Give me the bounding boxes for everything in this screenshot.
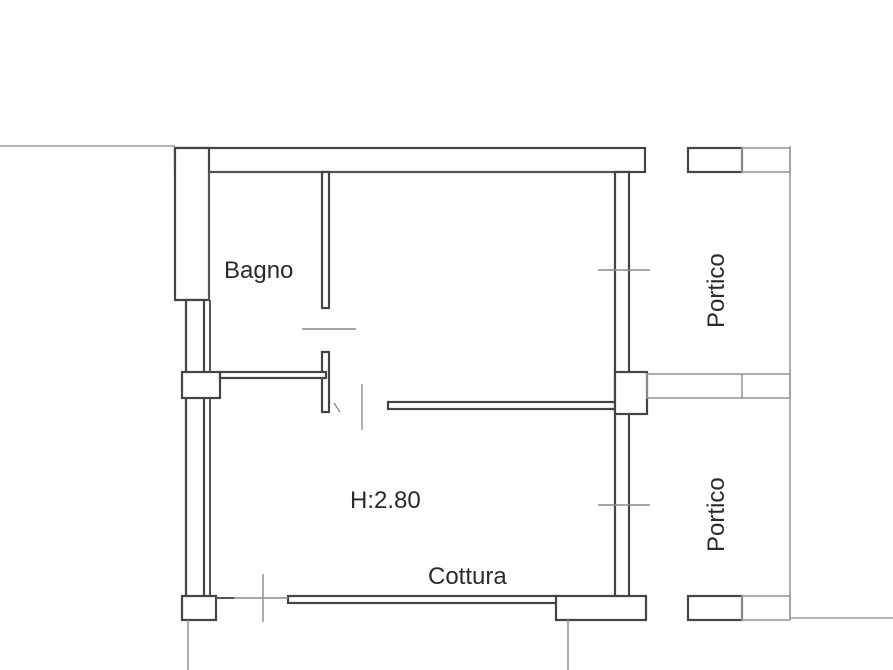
left-exterior-wall-lower xyxy=(184,298,206,600)
bathroom-partition-upper xyxy=(320,170,331,310)
room-label-bagno: Bagno xyxy=(224,257,293,284)
top-exterior-wall xyxy=(173,146,647,174)
porch-beam-middle xyxy=(646,373,791,399)
room-label-cottura: Cottura xyxy=(428,563,507,590)
porch-beam-bottom xyxy=(741,595,791,621)
bottom-left-post xyxy=(180,594,218,622)
bottom-exterior-wall xyxy=(286,594,560,605)
room-label-portico-bottom: Portico xyxy=(703,477,730,552)
central-partition xyxy=(386,400,622,411)
bottom-right-post xyxy=(554,594,648,622)
left-wall-post xyxy=(180,370,222,400)
right-wall-post xyxy=(613,370,649,416)
porch-beam-top xyxy=(741,147,791,173)
height-label: H:2.80 xyxy=(350,487,421,514)
porch-column-top xyxy=(686,146,744,174)
room-label-portico-top: Portico xyxy=(703,253,730,328)
bathroom-door-jamb xyxy=(333,402,341,413)
bathroom-partition-lower xyxy=(320,350,331,414)
porch-column-bottom xyxy=(686,594,744,622)
bathroom-horizontal-partition xyxy=(218,370,328,380)
left-exterior-wall-upper xyxy=(173,146,211,302)
